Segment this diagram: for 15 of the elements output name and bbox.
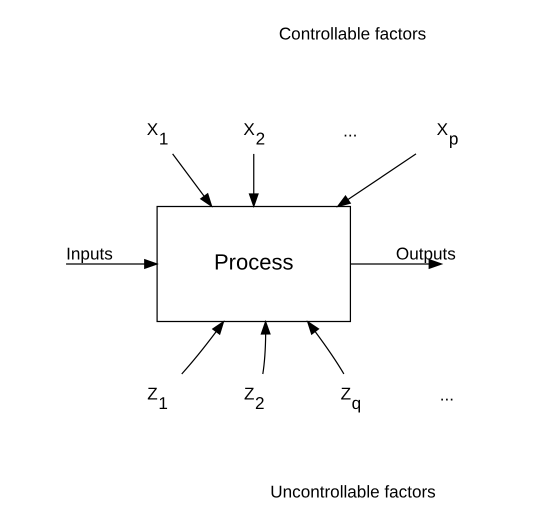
label: Controllable factors — [278, 24, 426, 44]
arrow — [260, 320, 271, 374]
arrow — [350, 258, 444, 270]
arrow — [336, 153, 416, 208]
arrow — [172, 154, 213, 208]
node-box: Process — [156, 206, 352, 322]
arrow — [306, 320, 344, 374]
label: ... — [440, 386, 454, 405]
edge-label: Inputs — [66, 244, 113, 264]
arrow — [66, 258, 159, 270]
edge-label: Outputs — [396, 244, 456, 264]
label: Uncontrollable factors — [270, 482, 436, 502]
label: ... — [343, 121, 358, 140]
arrow — [181, 320, 225, 374]
arrow — [248, 154, 259, 208]
